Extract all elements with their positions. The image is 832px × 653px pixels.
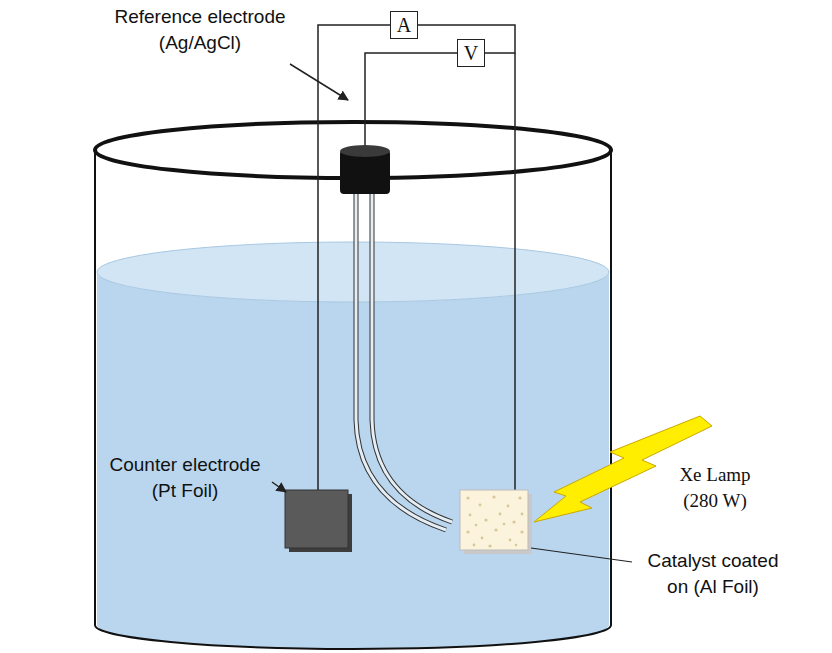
beaker-bottom [95, 625, 611, 649]
catalyst-grains [466, 495, 523, 547]
meter-label: A [397, 14, 411, 36]
electrolyte [97, 272, 609, 649]
reference-tube [372, 192, 452, 522]
reference-cap-top [340, 145, 390, 157]
part-label: Reference electrode (Ag/AgCl) [105, 4, 295, 56]
pt-foil [285, 490, 348, 548]
liquid-surface [97, 242, 609, 302]
part-label: Counter electrode (Pt Foil) [100, 452, 270, 504]
part-label: Catalyst coated on (Al Foil) [638, 548, 788, 600]
part-label: Xe Lamp (280 W) [662, 462, 768, 514]
meter-box: A [390, 11, 418, 39]
meter-label: V [464, 42, 478, 64]
leader-line [531, 548, 632, 562]
beaker-wall [610, 150, 612, 625]
wire [514, 53, 516, 490]
pointer-arrow [290, 64, 348, 100]
meter-box: V [457, 39, 485, 67]
reference-tube [372, 192, 452, 522]
pointer-arrow [272, 482, 286, 492]
catalyst-foil [460, 490, 528, 550]
wire [365, 53, 457, 150]
beaker-wall [94, 150, 96, 625]
